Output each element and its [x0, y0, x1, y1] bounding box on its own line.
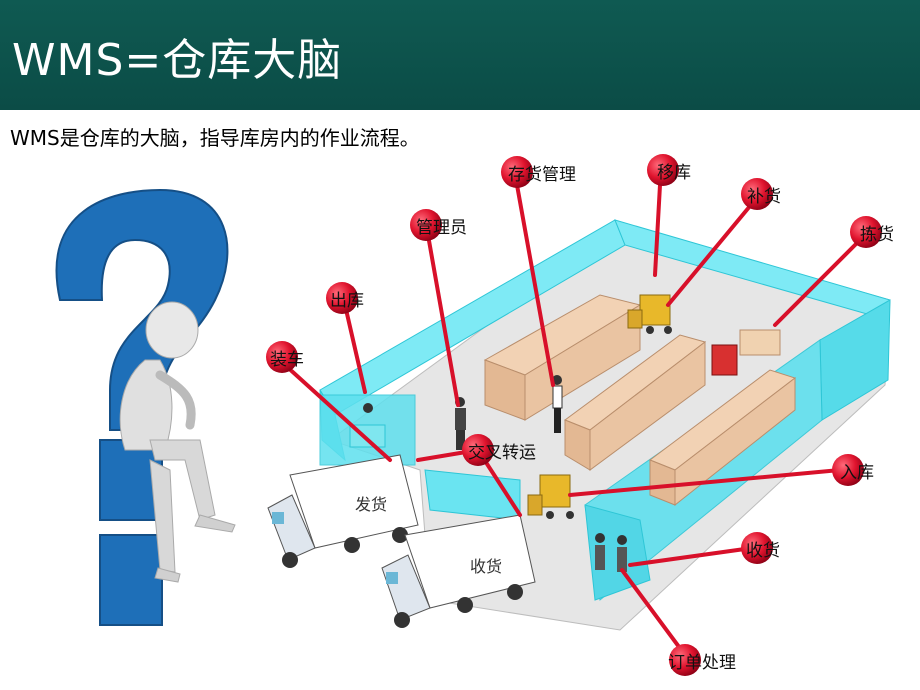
svg-text:移库: 移库 [657, 163, 691, 183]
storage-rack [648, 369, 797, 507]
label-inventory-mgmt: 存货管理 [501, 156, 576, 188]
forklift-icon [527, 474, 574, 519]
truck-text-receive: 收货 [470, 557, 502, 576]
svg-text:存货管理: 存货管理 [508, 165, 576, 185]
svg-text:交叉转运: 交叉转运 [468, 443, 536, 463]
storage-rack [563, 334, 707, 471]
slide-subtitle: WMS是仓库的大脑，指导库房内的作业流程。 [10, 126, 420, 150]
pallet-jack-icon [711, 329, 781, 376]
label-cross-dock: 交叉转运 [462, 434, 536, 466]
svg-text:入库: 入库 [840, 463, 874, 483]
label-inbound: 入库 [832, 454, 874, 486]
label-picking: 拣货 [850, 216, 894, 248]
svg-text:管理员: 管理员 [416, 218, 467, 238]
question-mark-illustration [55, 188, 236, 626]
label-replenish: 补货 [741, 178, 781, 210]
shipping-truck: 发货 [267, 454, 419, 568]
receiving-truck: 收货 [381, 514, 536, 628]
svg-text:补货: 补货 [747, 187, 781, 207]
svg-text:拣货: 拣货 [860, 225, 894, 245]
label-receiving: 收货 [741, 532, 780, 564]
svg-text:订单处理: 订单处理 [668, 653, 736, 673]
label-move-storage: 移库 [647, 154, 691, 186]
label-order-processing: 订单处理 [668, 644, 736, 676]
thinking-person-icon [119, 301, 236, 583]
label-administrator: 管理员 [410, 209, 467, 241]
svg-text:收货: 收货 [746, 541, 780, 561]
svg-text:出库: 出库 [330, 291, 364, 311]
truck-text-ship: 发货 [355, 495, 387, 514]
forklift-icon [627, 294, 672, 334]
label-loading: 装车 [266, 341, 304, 373]
label-outbound: 出库 [326, 282, 364, 314]
title-bar: WMS=仓库大脑 [0, 0, 920, 110]
svg-text:装车: 装车 [270, 350, 304, 370]
receiving-clerk-icon [595, 533, 627, 572]
slide-title: WMS=仓库大脑 [12, 35, 343, 86]
